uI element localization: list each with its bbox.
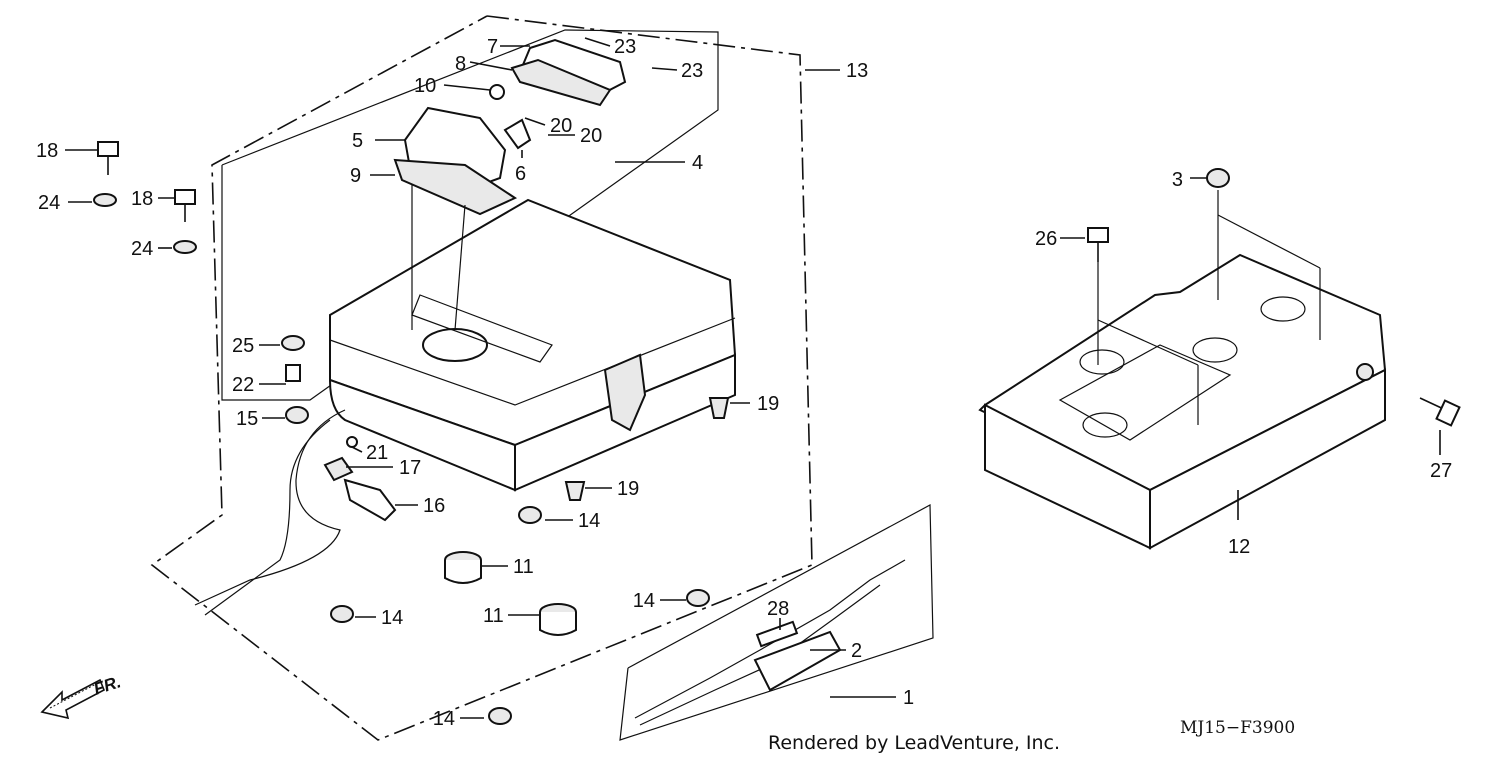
nut-14b bbox=[330, 605, 354, 623]
callout-15: 15 bbox=[236, 408, 258, 430]
bolt-27 bbox=[1419, 397, 1461, 427]
callout-13: 13 bbox=[846, 60, 868, 82]
callout-28: 28 bbox=[767, 598, 789, 620]
carrier bbox=[978, 253, 1387, 550]
callout-20a: 20 bbox=[550, 115, 572, 137]
callout-14b: 14 bbox=[381, 607, 403, 629]
callout-20b: 20 bbox=[580, 125, 602, 147]
assembly-outline-13 bbox=[150, 15, 813, 741]
lamp-gasket bbox=[393, 158, 518, 216]
lamp-group-outline bbox=[221, 29, 719, 401]
render-credit: Rendered by LeadVenture, Inc. bbox=[768, 732, 1060, 754]
nut-3 bbox=[1206, 168, 1230, 188]
callout-19a: 19 bbox=[757, 393, 779, 415]
callout-8: 8 bbox=[455, 53, 466, 75]
callout-14a: 14 bbox=[578, 510, 600, 532]
bumper-19a bbox=[708, 397, 730, 419]
callout-14d: 14 bbox=[433, 708, 455, 730]
callout-6: 6 bbox=[515, 163, 526, 185]
callout-18b: 18 bbox=[131, 188, 153, 210]
bolt-26 bbox=[1087, 227, 1109, 262]
screw-22 bbox=[285, 364, 301, 382]
callout-19b: 19 bbox=[617, 478, 639, 500]
callout-10: 10 bbox=[414, 75, 436, 97]
bumper-19b bbox=[564, 481, 586, 501]
grommet-15 bbox=[285, 406, 309, 424]
callout-2: 2 bbox=[851, 640, 862, 662]
callout-27: 27 bbox=[1430, 460, 1452, 482]
callout-11b: 11 bbox=[483, 605, 504, 627]
fuse-28 bbox=[755, 620, 799, 648]
callout-24b: 24 bbox=[131, 238, 153, 260]
callout-21: 21 bbox=[366, 442, 388, 464]
callout-14c: 14 bbox=[633, 590, 655, 612]
bulb bbox=[489, 84, 505, 100]
callout-25: 25 bbox=[232, 335, 254, 357]
screw-21 bbox=[346, 436, 358, 448]
callout-23a: 23 bbox=[614, 36, 636, 58]
callout-22: 22 bbox=[232, 374, 254, 396]
mount-11a bbox=[444, 551, 482, 584]
callout-24a: 24 bbox=[38, 192, 60, 214]
bolt-18a bbox=[97, 141, 119, 175]
callout-3: 3 bbox=[1172, 169, 1183, 191]
grommet-25 bbox=[281, 335, 305, 351]
harness-wire-left bbox=[194, 409, 346, 606]
nut-14d bbox=[488, 707, 512, 725]
washer-24a bbox=[93, 193, 117, 207]
washer-24b bbox=[173, 240, 197, 254]
callout-17: 17 bbox=[399, 457, 421, 479]
clamp-17 bbox=[323, 456, 354, 482]
front-direction-arrow-icon bbox=[40, 678, 106, 720]
socket bbox=[503, 118, 532, 150]
callout-4: 4 bbox=[692, 152, 703, 174]
callout-1: 1 bbox=[903, 687, 914, 709]
callout-16: 16 bbox=[423, 495, 445, 517]
callout-5: 5 bbox=[352, 130, 363, 152]
bracket-16 bbox=[343, 478, 397, 522]
callout-18a: 18 bbox=[36, 140, 58, 162]
bolt-18b bbox=[174, 189, 196, 222]
nut-14a bbox=[518, 506, 542, 524]
callout-9: 9 bbox=[350, 165, 361, 187]
lamp-housing-gasket bbox=[510, 58, 612, 107]
diagram-code: MJ15−F3900 bbox=[1180, 718, 1295, 738]
front-direction-label: FR. bbox=[91, 672, 123, 699]
callout-26: 26 bbox=[1035, 228, 1057, 250]
mount-11b bbox=[539, 603, 577, 636]
callout-11a: 11 bbox=[513, 556, 534, 578]
harness-group-outline bbox=[619, 504, 934, 741]
nut-14c bbox=[686, 589, 710, 607]
toolbox bbox=[328, 198, 737, 492]
callout-12: 12 bbox=[1228, 536, 1250, 558]
callout-7: 7 bbox=[487, 36, 498, 58]
callout-23b: 23 bbox=[681, 60, 703, 82]
